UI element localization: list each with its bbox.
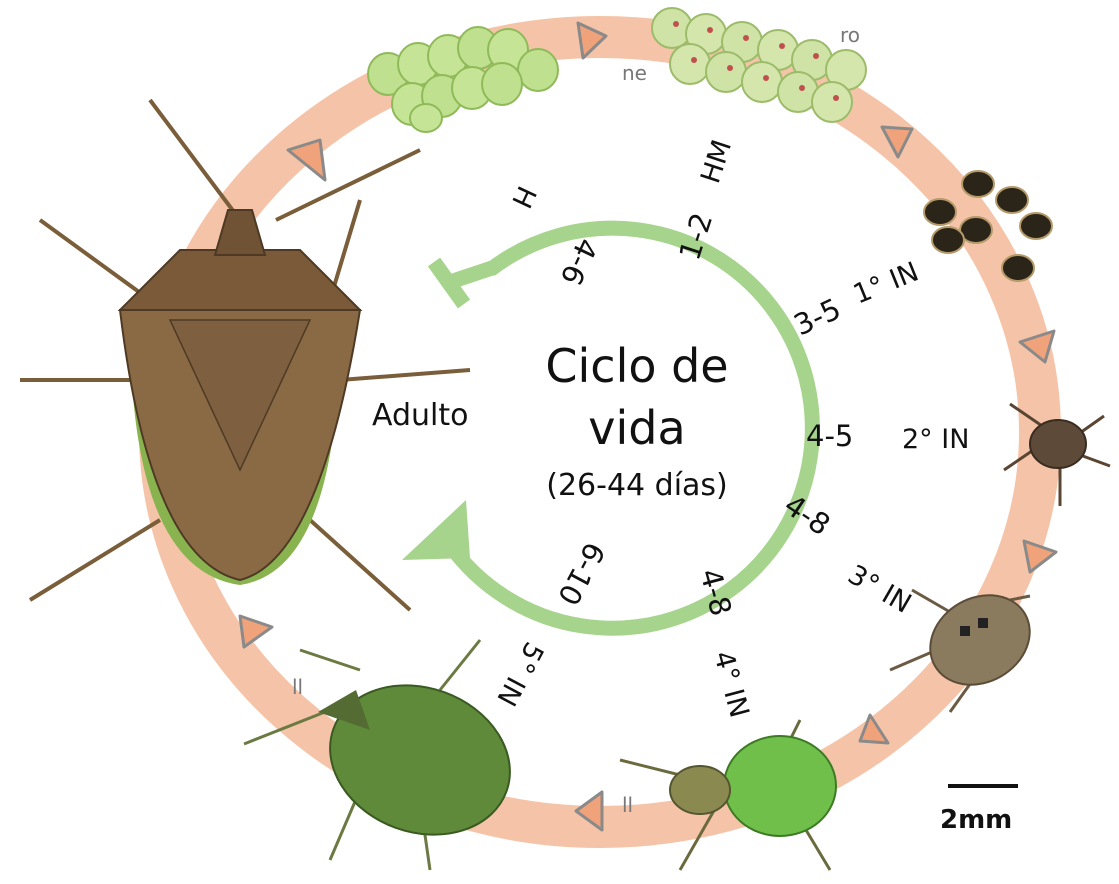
direction-arrow	[1024, 541, 1056, 572]
adult-label: Adulto	[372, 398, 469, 433]
egg-label-ne: ne	[622, 61, 647, 85]
nymph-label-ll-left: ll	[292, 675, 303, 699]
stage-label-hm: HM	[695, 136, 738, 187]
stage-label-4-in: 4° IN	[707, 648, 754, 721]
inner-ring-arrowhead	[402, 500, 470, 560]
stage-duration-2-in: 4-5	[806, 419, 853, 453]
stage-label-h: H	[505, 181, 542, 213]
stage-label-5-in: 5° IN	[490, 637, 549, 711]
scale-bar-label: 2mm	[940, 805, 1012, 835]
stage-label-3-in: 3° IN	[843, 559, 917, 620]
fourth-instar-nymph	[620, 720, 836, 870]
center-title-line1: Ciclo de	[545, 339, 728, 393]
center-title-line2: vida	[588, 401, 685, 455]
stage-label-2-in: 2° IN	[902, 424, 969, 455]
stage-label-1-in: 1° IN	[849, 256, 923, 310]
egg-cluster-eyed	[652, 8, 866, 122]
center-subtitle: (26-44 días)	[546, 468, 728, 503]
stage-duration-5-in: 6-10	[551, 537, 612, 611]
nymph-label-ll-right: ll	[622, 793, 633, 817]
egg-label-ro: ro	[840, 23, 860, 47]
direction-arrow	[240, 616, 272, 647]
inner-ring-stop-stem	[450, 268, 492, 282]
